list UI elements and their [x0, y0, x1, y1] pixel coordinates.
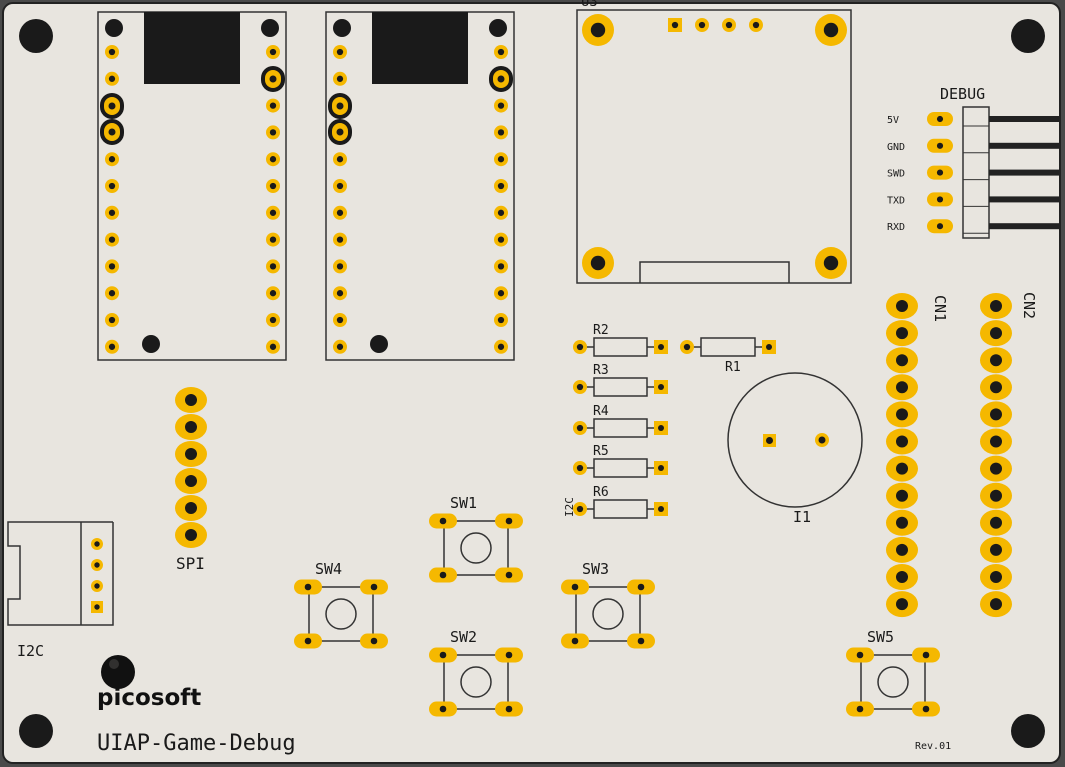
picosoft-logo: picosoft	[97, 655, 201, 711]
resistor: R3	[573, 363, 668, 397]
debug-pin-label: TXD	[887, 195, 905, 206]
i2c-connector: I2C	[7, 521, 114, 660]
mounting-holes	[19, 19, 1045, 748]
module-hole	[370, 335, 388, 353]
module-hole	[489, 19, 507, 37]
module-hole	[105, 19, 123, 37]
debug-pin	[989, 223, 1059, 230]
resistor: R5	[573, 444, 668, 478]
switch-sw1: SW1	[429, 494, 523, 583]
cn-headers	[886, 293, 1012, 618]
dev-module-1	[97, 11, 287, 361]
debug-pin	[989, 196, 1059, 203]
debug-pin-label: GND	[887, 142, 905, 153]
switch-label: SW1	[450, 494, 477, 512]
dev-module-2	[325, 11, 515, 361]
dev-modules	[97, 11, 515, 361]
switch-sw3: SW3	[561, 560, 655, 649]
debug-header: DEBUG 5V GND SWD TXD RXD	[887, 85, 1059, 239]
mounting-hole	[19, 714, 53, 748]
mounting-hole	[19, 19, 53, 53]
cn1-label: CN1	[931, 295, 949, 322]
debug-label: DEBUG	[940, 85, 985, 103]
mounting-hole	[1011, 19, 1045, 53]
resistor-label: R4	[593, 404, 609, 419]
i1-label: I1	[793, 508, 811, 526]
resistor-label: R2	[593, 323, 609, 338]
switch-label: SW2	[450, 628, 477, 646]
module-hole	[333, 19, 351, 37]
debug-pin	[989, 169, 1059, 176]
resistor: R1	[680, 337, 776, 375]
switch-label: SW3	[582, 560, 609, 578]
cn1-header	[886, 293, 918, 618]
switch-sw4: SW4	[294, 560, 388, 649]
debug-pin	[989, 142, 1059, 149]
resistor-label: R6	[593, 485, 609, 500]
i2c-small-label: I2C	[563, 497, 576, 517]
debug-pin	[989, 116, 1059, 122]
spi-header	[175, 387, 207, 548]
mounting-hole	[1011, 714, 1045, 748]
debug-pin-label: RXD	[887, 222, 905, 233]
module-hole	[142, 335, 160, 353]
board-title: UIAP-Game-Debug	[97, 731, 296, 756]
debug-pin-label: 5V	[887, 115, 899, 126]
resistor-label: R5	[593, 444, 609, 459]
spi-label: SPI	[176, 554, 205, 573]
resistor: R2	[573, 323, 668, 357]
cn2-label: CN2	[1020, 292, 1038, 319]
display-module-u3: U3	[576, 0, 852, 284]
resistor: R4	[573, 404, 668, 438]
resistor-label: R1	[725, 360, 741, 375]
buzzer-i1: I1	[727, 372, 863, 526]
switch-label: SW5	[867, 628, 894, 646]
revision-label: Rev.01	[915, 741, 951, 752]
resistor: R6	[573, 485, 668, 519]
logo-text: picosoft	[97, 685, 201, 711]
module-hole	[261, 19, 279, 37]
switch-sw5: SW5	[846, 628, 940, 717]
switch-label: SW4	[315, 560, 342, 578]
usb-connector	[372, 12, 468, 84]
i2c-label: I2C	[17, 642, 44, 660]
u3-label: U3	[581, 0, 598, 10]
resistor-label: R3	[593, 363, 609, 378]
switch-sw2: SW2	[429, 628, 523, 717]
cn2-header	[980, 293, 1012, 618]
usb-connector	[144, 12, 240, 84]
debug-pin-label: SWD	[887, 169, 905, 180]
